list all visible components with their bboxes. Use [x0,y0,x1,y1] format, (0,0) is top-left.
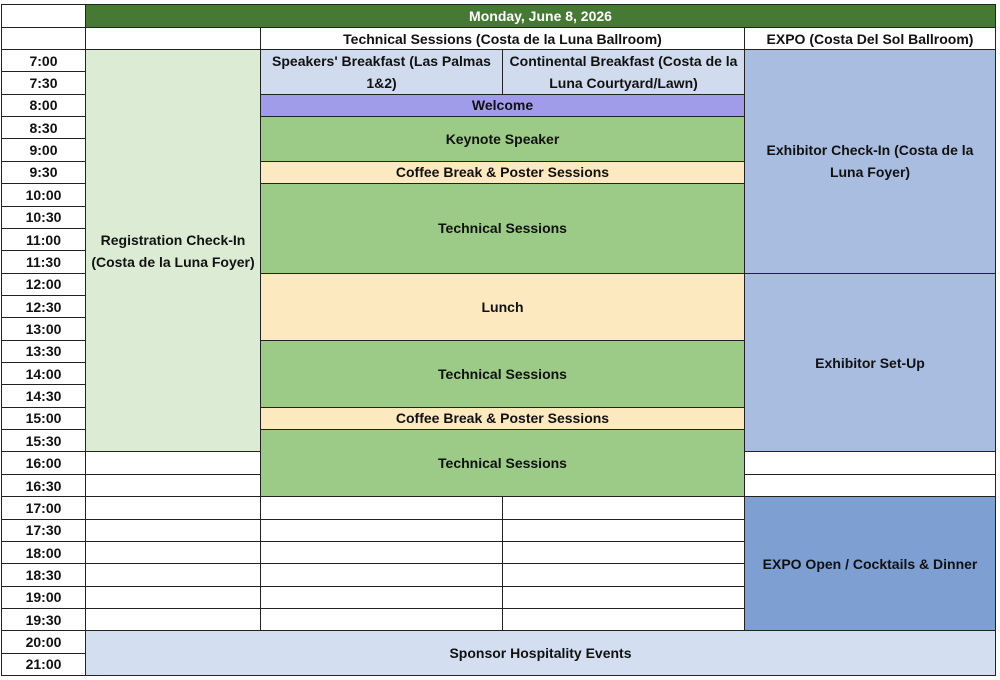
time-label: 16:30 [1,473,85,497]
technical-sessions-event: Technical Sessions [260,183,744,273]
time-label: 10:00 [1,183,85,206]
registration-event: Registration Check-In (Costa de la Luna … [85,49,260,452]
time-label: 9:30 [1,160,85,184]
time-label: 14:00 [1,362,85,385]
empty-cell [85,451,260,474]
time-label: 17:30 [1,518,85,541]
technical-sessions-event: Technical Sessions [260,339,744,407]
expo-column-header: EXPO (Costa Del Sol Ballroom) [744,27,995,49]
coffee-break-event: Coffee Break & Poster Sessions [260,160,744,184]
sponsor-hospitality-event: Sponsor Hospitality Events [85,630,995,676]
empty-cell [260,540,502,564]
exhibitor-setup-event: Exhibitor Set-Up [744,272,995,452]
continental-breakfast-event: Continental Breakfast (Costa de la Luna … [502,49,744,94]
technical-sessions-event: Technical Sessions [260,429,744,497]
empty-cell [502,585,744,608]
time-label: 13:00 [1,317,85,340]
time-label: 14:30 [1,384,85,407]
time-label: 19:00 [1,585,85,608]
blank-cell [85,27,260,49]
technical-column-header: Technical Sessions (Costa de la Luna Bal… [260,27,744,49]
empty-cell [85,540,260,564]
empty-cell [744,451,995,474]
time-label: 15:30 [1,429,85,452]
time-label: 12:30 [1,294,85,318]
time-label: 10:30 [1,205,85,228]
time-label: 7:30 [1,71,85,94]
empty-cell [85,518,260,541]
empty-cell [502,518,744,541]
keynote-event: Keynote Speaker [260,116,744,161]
time-label: 20:00 [1,630,85,653]
time-label: 8:00 [1,93,85,117]
blank-cell [1,27,85,49]
empty-cell [260,563,502,586]
time-label: 9:00 [1,138,85,161]
time-label: 13:30 [1,339,85,363]
corner-cell [1,4,85,27]
empty-cell [502,607,744,631]
speakers-breakfast-event: Speakers' Breakfast (Las Palmas 1&2) [260,49,502,94]
expo-open-event: EXPO Open / Cocktails & Dinner [744,496,995,631]
empty-cell [85,496,260,519]
time-label: 17:00 [1,496,85,519]
time-label: 8:30 [1,116,85,139]
empty-cell [260,496,502,519]
time-label: 18:30 [1,563,85,586]
empty-cell [85,607,260,631]
welcome-event: Welcome [260,93,744,117]
time-label: 15:00 [1,406,85,430]
empty-cell [85,585,260,608]
lunch-event: Lunch [260,272,744,340]
day-title: Monday, June 8, 2026 [85,4,995,27]
exhibitor-checkin-event: Exhibitor Check-In (Costa de la Luna Foy… [744,49,995,273]
empty-cell [260,607,502,631]
schedule-table: Monday, June 8, 2026 Technical Sessions … [1,4,996,677]
time-label: 11:00 [1,227,85,251]
empty-cell [502,563,744,586]
empty-cell [85,563,260,586]
coffee-break-event: Coffee Break & Poster Sessions [260,406,744,430]
time-label: 12:00 [1,272,85,295]
empty-cell [260,585,502,608]
time-label: 19:30 [1,607,85,631]
time-label: 16:00 [1,451,85,474]
time-label: 7:00 [1,49,85,72]
empty-cell [744,473,995,497]
time-label: 18:00 [1,540,85,564]
empty-cell [85,473,260,497]
time-label: 21:00 [1,652,85,676]
time-label: 11:30 [1,250,85,273]
empty-cell [260,518,502,541]
empty-cell [502,496,744,519]
empty-cell [502,540,744,564]
